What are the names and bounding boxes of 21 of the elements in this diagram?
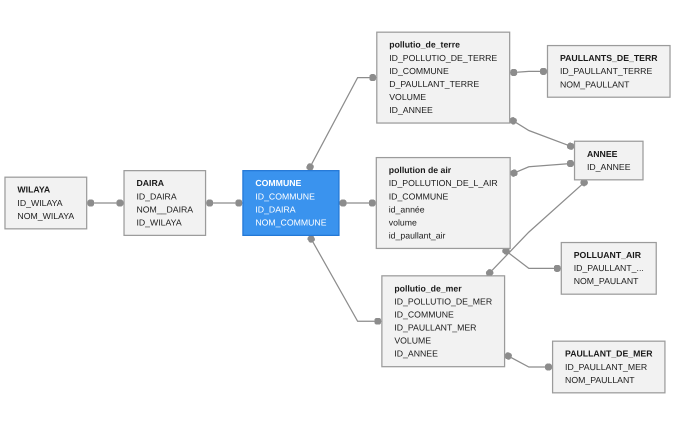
connector: [486, 178, 588, 277]
connector: [502, 247, 562, 272]
node-box: pollutio_de_terre ID_POLLUTIO_DE_TERRE ID_COMMUNE D_PAULLANT_TERRE VOLUME ID_ANNEE: [376, 32, 510, 124]
node-box: WILAYA ID_WILAYA NOM_WILAYA: [4, 176, 88, 230]
connector: [510, 160, 575, 177]
node-box: pollution de air ID_POLLUTION_DE_L_AIR ID_COMMUNE id_année volume id_paullant_air: [376, 156, 511, 250]
node-box: COMMUNE ID_COMMUNE ID_DAIRA NOM_COMMUNE: [242, 170, 340, 236]
connector: [510, 68, 548, 76]
connector: [509, 117, 575, 150]
connector: [86, 199, 124, 207]
node-box: pollutio_de_mer ID_POLLUTIO_DE_MER ID_COMMUNE ID_PAULLANT_MER VOLUME ID_ANNEE: [381, 275, 506, 368]
connector: [306, 74, 377, 171]
node-box: PAULLANT_DE_MER ID_PAULLANT_MER NOM_PAULLANT: [552, 340, 666, 394]
node-box: PAULLANTS_DE_TERR ID_PAULLANT_TERRE NOM_PAULLANT: [546, 44, 671, 98]
node-box: DAIRA ID_DAIRA NOM__DAIRA ID_WILAYA: [123, 170, 206, 236]
connector: [338, 199, 376, 207]
node-box: ANNEE ID_ANNEE: [574, 140, 644, 180]
connector: [504, 352, 553, 371]
connector: [307, 235, 382, 326]
node-box: POLLUANT_AIR ID_PAULLANT_... NOM_PAULANT: [560, 242, 657, 295]
connector: [206, 199, 243, 207]
